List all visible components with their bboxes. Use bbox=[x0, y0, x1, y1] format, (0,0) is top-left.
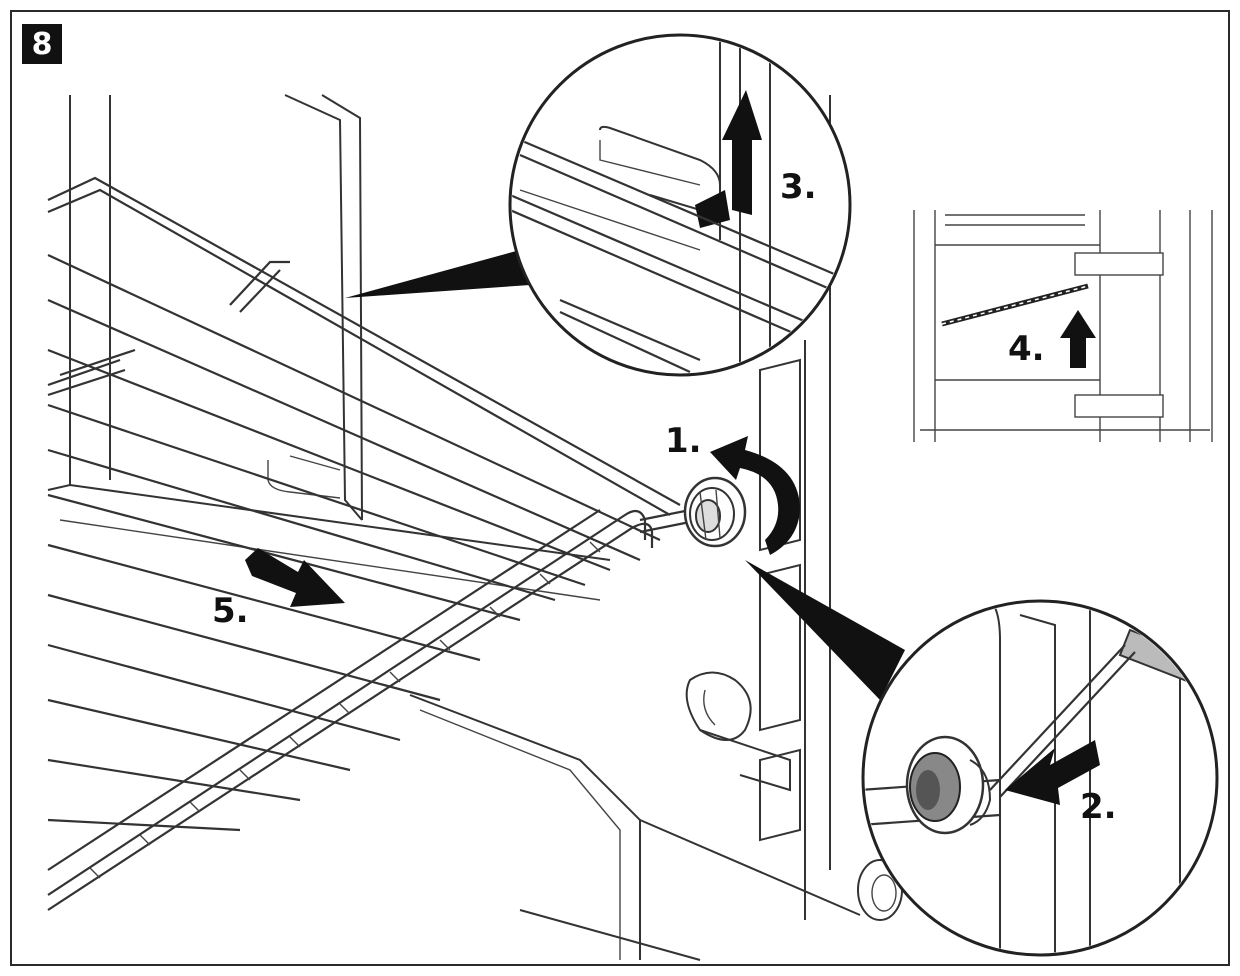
step-label-3: 3. bbox=[780, 167, 817, 207]
detail-circle-top bbox=[508, 33, 852, 377]
shelf-ribs bbox=[89, 541, 601, 879]
step-label-5: 5. bbox=[212, 591, 249, 631]
step-label-4: 4. bbox=[1008, 329, 1045, 369]
arrow-right-icon bbox=[245, 548, 345, 607]
arrow-curved-icon bbox=[710, 436, 800, 555]
detail-circle-bottom bbox=[861, 599, 1219, 957]
callout-pointer-bottom bbox=[745, 560, 905, 700]
step-number-badge: 8 bbox=[22, 24, 62, 64]
inset-panel bbox=[913, 210, 1214, 442]
wire-shelf bbox=[47, 176, 701, 911]
arrow-left-icon bbox=[1005, 740, 1100, 805]
step-label-1: 1. bbox=[665, 421, 702, 461]
shelf-bushing bbox=[683, 476, 747, 548]
callout-pointer-top bbox=[345, 250, 530, 298]
step-label-2: 2. bbox=[1080, 787, 1117, 827]
arrow-up-icon bbox=[722, 90, 762, 215]
arrow-up-icon bbox=[1060, 310, 1096, 368]
